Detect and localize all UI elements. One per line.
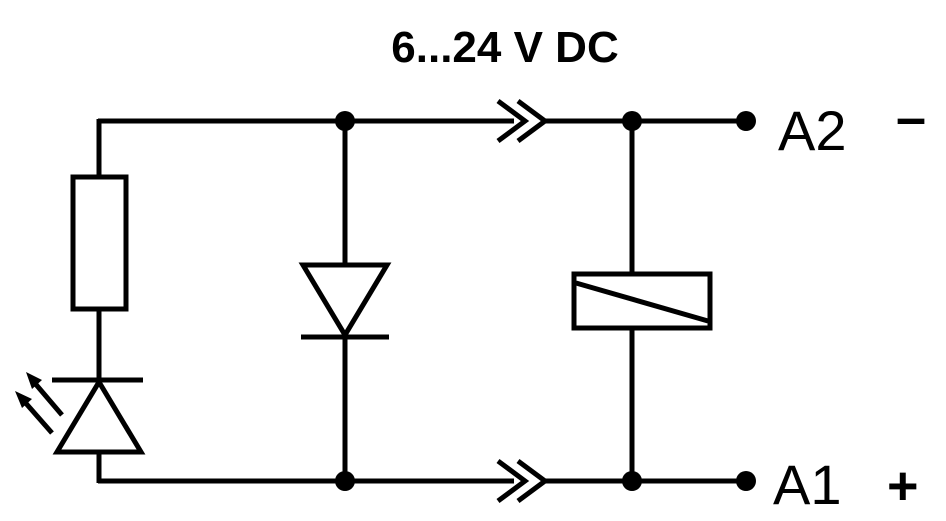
junction-dot <box>335 111 355 131</box>
terminal-dot-a1 <box>736 471 756 491</box>
coil-branch <box>571 121 713 481</box>
voltage-title: 6...24 V DC <box>391 23 618 72</box>
terminal-label-a2: A2 <box>778 99 847 162</box>
terminal-label-a1: A1 <box>773 453 842 516</box>
resistor-symbol <box>70 174 129 312</box>
relay-coil-symbol <box>571 271 713 331</box>
diode-branch <box>298 121 392 481</box>
plug-connector-top <box>496 98 550 144</box>
junction-dot <box>335 471 355 491</box>
polarity-minus: – <box>896 88 926 148</box>
junction-dot <box>622 471 642 491</box>
junction-dot <box>622 111 642 131</box>
led-branch <box>15 119 146 483</box>
led-light-arrows-icon <box>15 372 64 435</box>
led-symbol <box>15 372 146 483</box>
terminal-dot-a2 <box>736 111 756 131</box>
polarity-plus: + <box>887 456 919 516</box>
junction-dots <box>335 111 642 491</box>
diode-symbol <box>298 262 392 340</box>
plug-connector-bottom <box>496 458 550 504</box>
